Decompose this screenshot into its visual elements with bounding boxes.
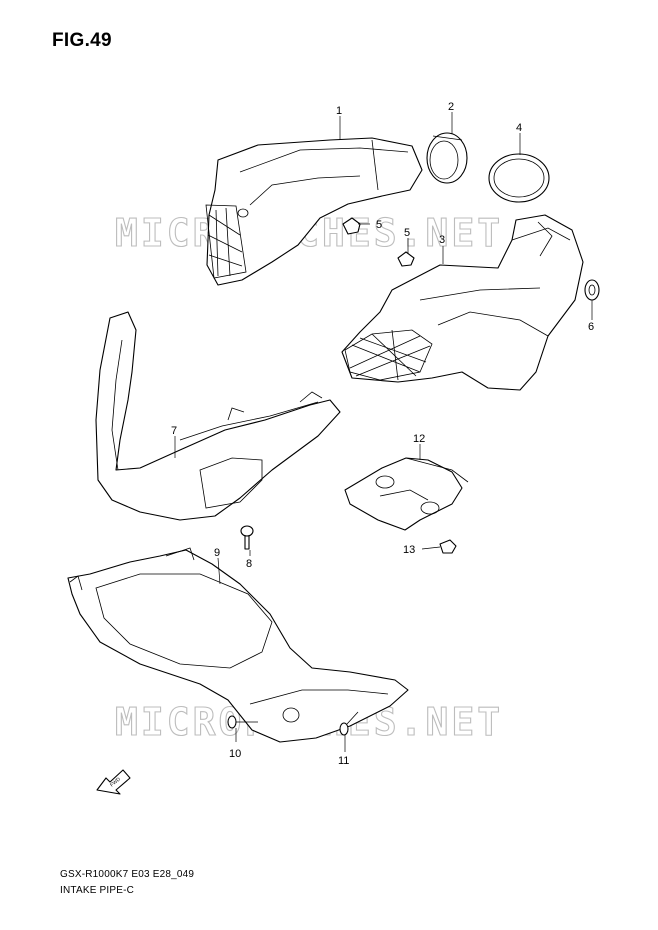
callout-10: 10 — [229, 748, 241, 760]
part-10-screw — [227, 715, 258, 729]
callout-5-upper: 5 — [376, 219, 382, 231]
part-13-bolt — [439, 539, 457, 554]
part-3-intake-duct — [341, 214, 584, 391]
part-4-seal-ring — [488, 153, 550, 203]
callout-9: 9 — [214, 547, 220, 559]
callout-3: 3 — [439, 234, 445, 246]
callout-4: 4 — [516, 122, 522, 134]
part-12-heat-shield — [344, 457, 469, 531]
fwd-arrow-icon: FWD — [96, 769, 131, 795]
part-6-grommet — [584, 279, 600, 301]
callout-13: 13 — [403, 544, 415, 556]
callout-6: 6 — [588, 321, 594, 333]
part-5-bolt-lower — [397, 251, 415, 267]
leader-lines — [174, 112, 593, 752]
part-2-collar — [426, 132, 468, 184]
model-code: GSX-R1000K7 E03 E28_049 — [60, 869, 195, 880]
callout-5-lower: 5 — [404, 227, 410, 239]
callout-2: 2 — [448, 101, 454, 113]
part-11-screw — [339, 711, 359, 736]
figure-title: FIG.49 — [52, 30, 112, 51]
callout-12: 12 — [413, 433, 425, 445]
part-1-intake-duct — [205, 137, 423, 286]
callout-7: 7 — [171, 425, 177, 437]
part-5-bolt-upper — [342, 217, 361, 235]
part-7-inner-cover — [95, 311, 341, 521]
callout-11: 11 — [338, 755, 349, 767]
callout-1: 1 — [336, 105, 342, 117]
part-9-lower-cowl — [67, 547, 409, 743]
section-name: INTAKE PIPE-C — [60, 885, 135, 896]
callout-8: 8 — [246, 558, 252, 570]
part-8-screw — [240, 525, 254, 550]
